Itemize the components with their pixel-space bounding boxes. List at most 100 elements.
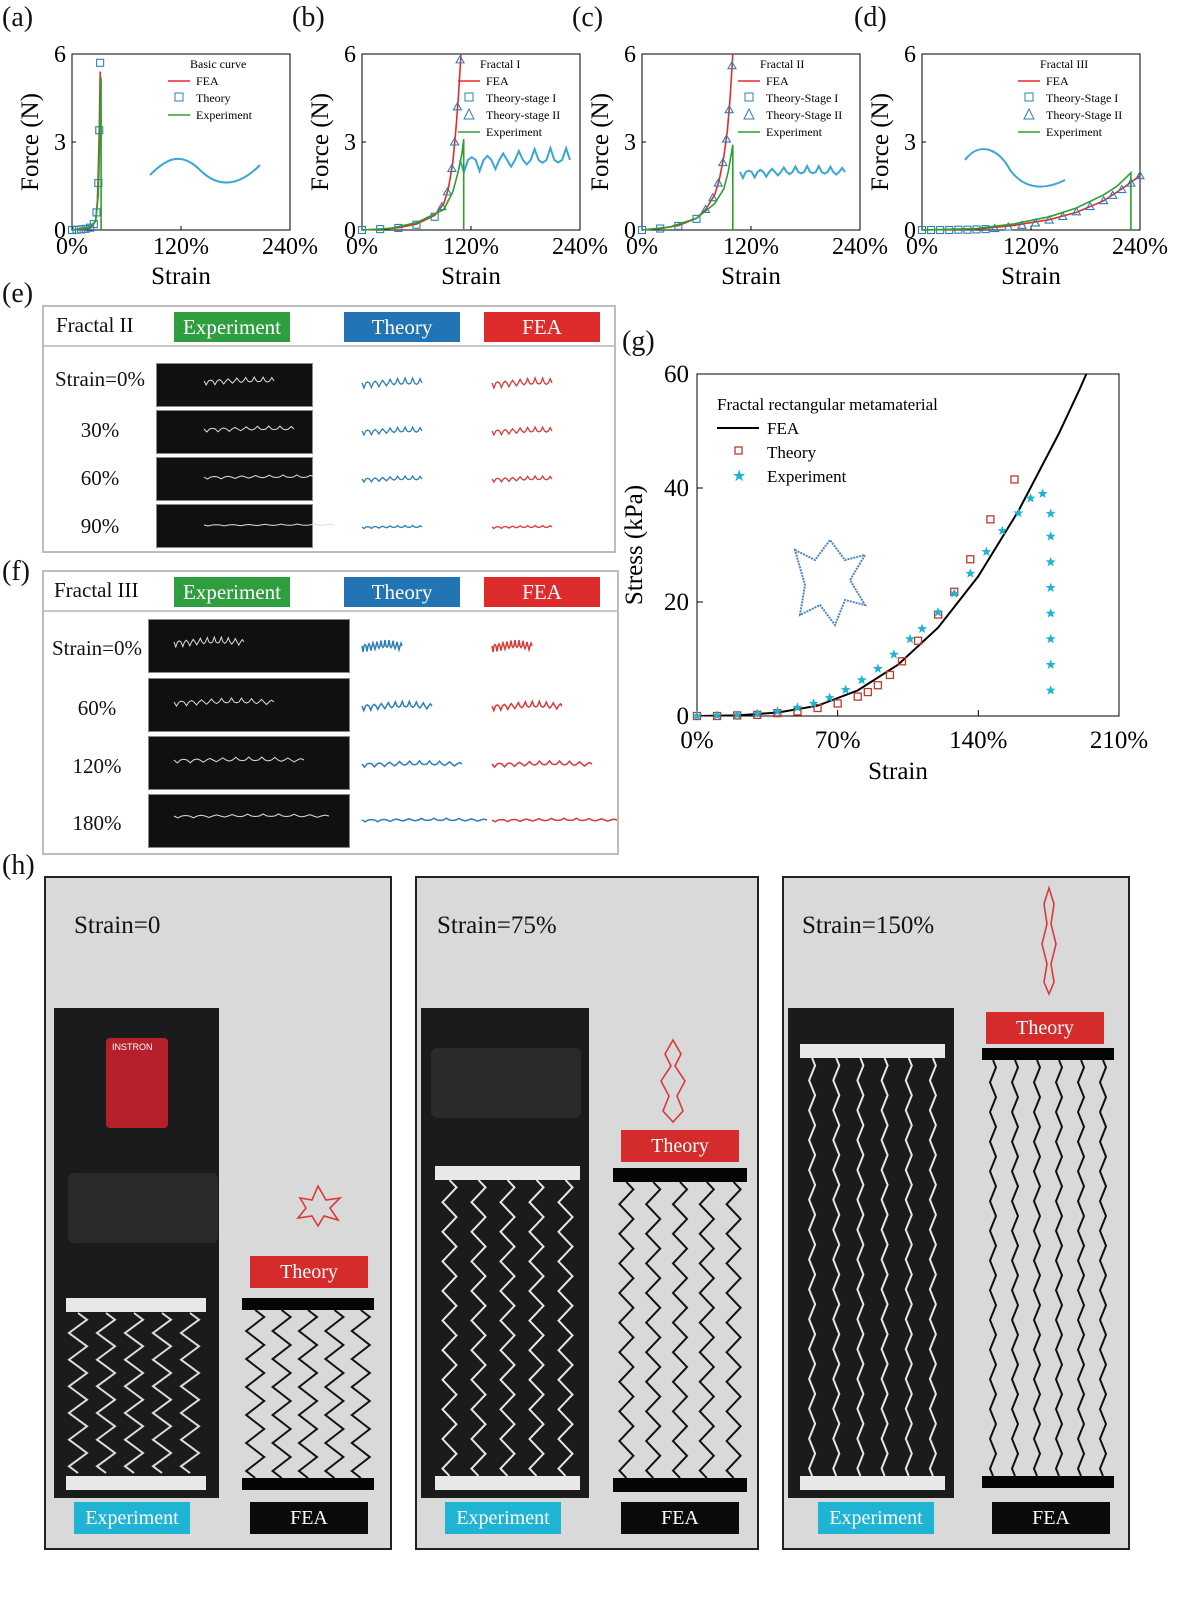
theory-point	[713, 177, 724, 187]
experiment-point	[1045, 685, 1056, 695]
y-tick-label: 6	[904, 42, 916, 68]
fea-shape	[491, 425, 553, 437]
theory-point	[717, 157, 728, 167]
fea-shape	[491, 376, 553, 390]
theory-shape	[361, 639, 403, 653]
panel-h-strain-150: Strain=150% Theory Experiment FEA	[782, 876, 1130, 1550]
row-label: 180%	[72, 811, 122, 835]
lattice-strand	[832, 1057, 841, 1477]
experiment-photo	[148, 736, 350, 790]
instron-machine-photo	[421, 1008, 589, 1498]
theory-label: Theory	[986, 1012, 1104, 1044]
experiment-label: Experiment	[818, 1502, 934, 1534]
specimen-shape-icon	[739, 163, 846, 181]
x-tick-label: 120%	[153, 234, 209, 260]
experiment-point	[856, 674, 867, 685]
theory-cell-shape	[296, 1184, 343, 1228]
lattice-strand	[151, 1312, 173, 1474]
top-clamp	[800, 1044, 945, 1058]
bottom-clamp	[435, 1476, 580, 1490]
x-tick-label: 120%	[443, 234, 499, 260]
specimen-photo-wave	[203, 425, 295, 433]
panel-h-strain-0: Strain=0 INSTRON Theory Experiment FEA	[44, 876, 392, 1550]
theory-point	[981, 225, 990, 234]
table-f-waves	[173, 635, 618, 823]
experiment-label: Experiment	[445, 1502, 561, 1534]
instron-machine-photo	[788, 1008, 954, 1498]
experiment-photo	[148, 794, 350, 848]
fea-bottom-bar	[613, 1478, 747, 1492]
experiment-photo	[148, 678, 350, 732]
experiment-point	[905, 633, 915, 644]
fea-shape	[491, 759, 593, 769]
legend-label: Experiment	[486, 125, 543, 139]
fea-shape	[491, 524, 553, 530]
specimen-lattice	[67, 1312, 201, 1474]
legend-title: Fractal I	[480, 57, 520, 71]
panel-h-title: Strain=75%	[437, 912, 557, 939]
experiment-point	[933, 607, 944, 617]
lattice-strand	[904, 1057, 913, 1477]
theory-point	[446, 163, 457, 172]
theory-cell-shape	[1041, 885, 1057, 997]
experiment-point	[872, 663, 883, 673]
theory-point	[449, 136, 460, 146]
theory-shape	[361, 817, 488, 823]
legend-label: FEA	[486, 74, 509, 88]
experiment-point	[1045, 582, 1056, 592]
y-axis-label: Force (N)	[867, 93, 894, 191]
instron-brand: INSTRON	[112, 1042, 153, 1052]
legend-title: Fractal II	[760, 57, 804, 71]
theory-shape	[361, 759, 463, 769]
panel-h-title: Strain=150%	[802, 912, 935, 939]
experiment-point	[824, 692, 835, 702]
legend-swatch-theory	[463, 107, 475, 120]
specimen-photo-wave	[203, 375, 275, 387]
panel-h-strain-75: Strain=75% Theory Experiment FEA	[415, 876, 759, 1550]
x-tick-label: 120%	[723, 234, 779, 260]
experiment-photo	[156, 410, 313, 454]
tag-theory: Theory	[344, 577, 460, 607]
experiment-point	[772, 706, 783, 716]
theory-shape	[361, 524, 423, 530]
lattice-strand	[528, 1179, 545, 1477]
experiment-point	[1045, 556, 1056, 567]
experiment-point	[917, 623, 927, 633]
legend-label: FEA	[766, 74, 789, 88]
lattice-strand	[856, 1057, 865, 1477]
theory-point	[1016, 220, 1027, 229]
series-fea	[71, 71, 101, 231]
tag-experiment: Experiment	[174, 312, 290, 342]
panel-h-title: Strain=0	[74, 912, 161, 939]
panel-label-g: (g)	[622, 326, 655, 357]
y-tick-label: 6	[624, 42, 636, 68]
x-axis-label: Strain	[1001, 263, 1061, 290]
lattice-strand	[1010, 1059, 1020, 1477]
theory-point	[1135, 170, 1145, 180]
fea-label: FEA	[621, 1502, 739, 1534]
panel-label-a: (a)	[2, 2, 34, 33]
y-tick-label: 3	[904, 130, 916, 156]
y-tick-label: 3	[54, 130, 66, 156]
fea-shape	[491, 639, 533, 653]
actuator	[431, 1048, 581, 1118]
legend-swatch-experiment: ★	[732, 468, 746, 485]
legend-label: Experiment	[1046, 125, 1103, 139]
y-tick-label: 0	[624, 218, 636, 244]
theory-point	[873, 681, 883, 690]
panel-label-h: (h)	[2, 850, 35, 881]
experiment-point	[808, 698, 819, 708]
legend-label: Theory-Stage I	[1046, 91, 1118, 105]
x-tick-label: 240%	[832, 234, 888, 260]
legend-title: Fractal III	[1040, 57, 1088, 71]
lattice-strand	[618, 1181, 635, 1479]
specimen-lattice	[441, 1179, 574, 1477]
legend-label: Theory-Stage II	[766, 108, 842, 122]
lattice-strand	[297, 1309, 319, 1479]
fea-shape	[491, 474, 553, 484]
lattice-strand	[988, 1059, 998, 1477]
specimen-photo-wave	[203, 523, 335, 527]
lattice-strand	[1032, 1059, 1042, 1477]
